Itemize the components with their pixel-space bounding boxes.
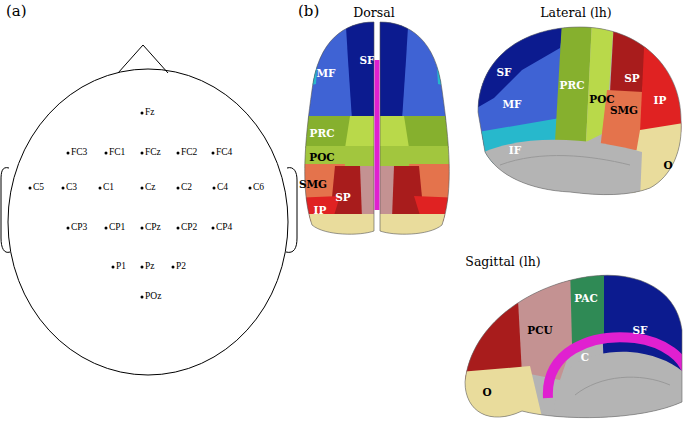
region-label: SF [632, 325, 647, 336]
electrode-label: C3 [66, 183, 77, 193]
region-label: MF [316, 68, 335, 79]
region-label: PRC [310, 128, 335, 139]
electrode-label: CP4 [216, 223, 232, 233]
electrode-dots [29, 112, 252, 299]
midline [375, 60, 380, 210]
region-label: SP [335, 192, 350, 203]
electrode-label: CPz [145, 223, 161, 233]
electrode-label: C6 [253, 183, 264, 193]
region-label: POC [589, 94, 614, 105]
region-label: O [663, 160, 672, 171]
region-label: SP [624, 73, 639, 84]
lateral-brain [470, 20, 685, 200]
region-label: O [482, 387, 491, 398]
region-label: SMG [299, 179, 327, 190]
electrode-label: P2 [176, 262, 186, 272]
region-label: IP [654, 95, 667, 106]
electrode-label: Cz [145, 183, 156, 193]
electrode-label: FC2 [181, 148, 197, 158]
region-label: POC [309, 152, 334, 163]
electrode-label: P1 [116, 262, 126, 272]
electrode-label: C2 [181, 183, 192, 193]
region-label: PAC [574, 293, 598, 304]
electrode-label: FCz [145, 148, 161, 158]
electrode-label: FC1 [109, 148, 125, 158]
region-label: PCU [527, 325, 552, 336]
head-outline [1, 45, 297, 375]
electrode-label: FC4 [216, 148, 232, 158]
electrode-label: C5 [33, 183, 44, 193]
electrode-label: C4 [217, 183, 228, 193]
electrode-label: Fz [145, 108, 155, 118]
region-label: IP [314, 205, 327, 216]
sagittal-brain [460, 265, 685, 430]
region-label: SF [359, 55, 374, 66]
region-label: PRC [560, 80, 585, 91]
electrode-label: CP3 [71, 223, 87, 233]
dorsal-hemisphere [295, 10, 380, 244]
region-label: C [581, 352, 589, 363]
electrode-label: CP1 [109, 223, 125, 233]
region-label: SF [496, 67, 511, 78]
region-label: IF [509, 145, 521, 156]
electrode-label: C1 [103, 183, 114, 193]
electrode-label: CP2 [181, 223, 197, 233]
view-title: Dorsal [353, 7, 394, 20]
panel-label: (b) [298, 4, 319, 19]
view-title: Lateral (lh) [540, 7, 611, 20]
electrode-label: FC3 [71, 148, 87, 158]
panel-label: (a) [6, 4, 27, 19]
electrode-label: POz [145, 292, 161, 302]
view-title: Sagittal (lh) [465, 256, 540, 269]
region-label: MF [502, 99, 521, 110]
electrode-label: Pz [145, 262, 155, 272]
region-label: SMG [610, 105, 638, 116]
